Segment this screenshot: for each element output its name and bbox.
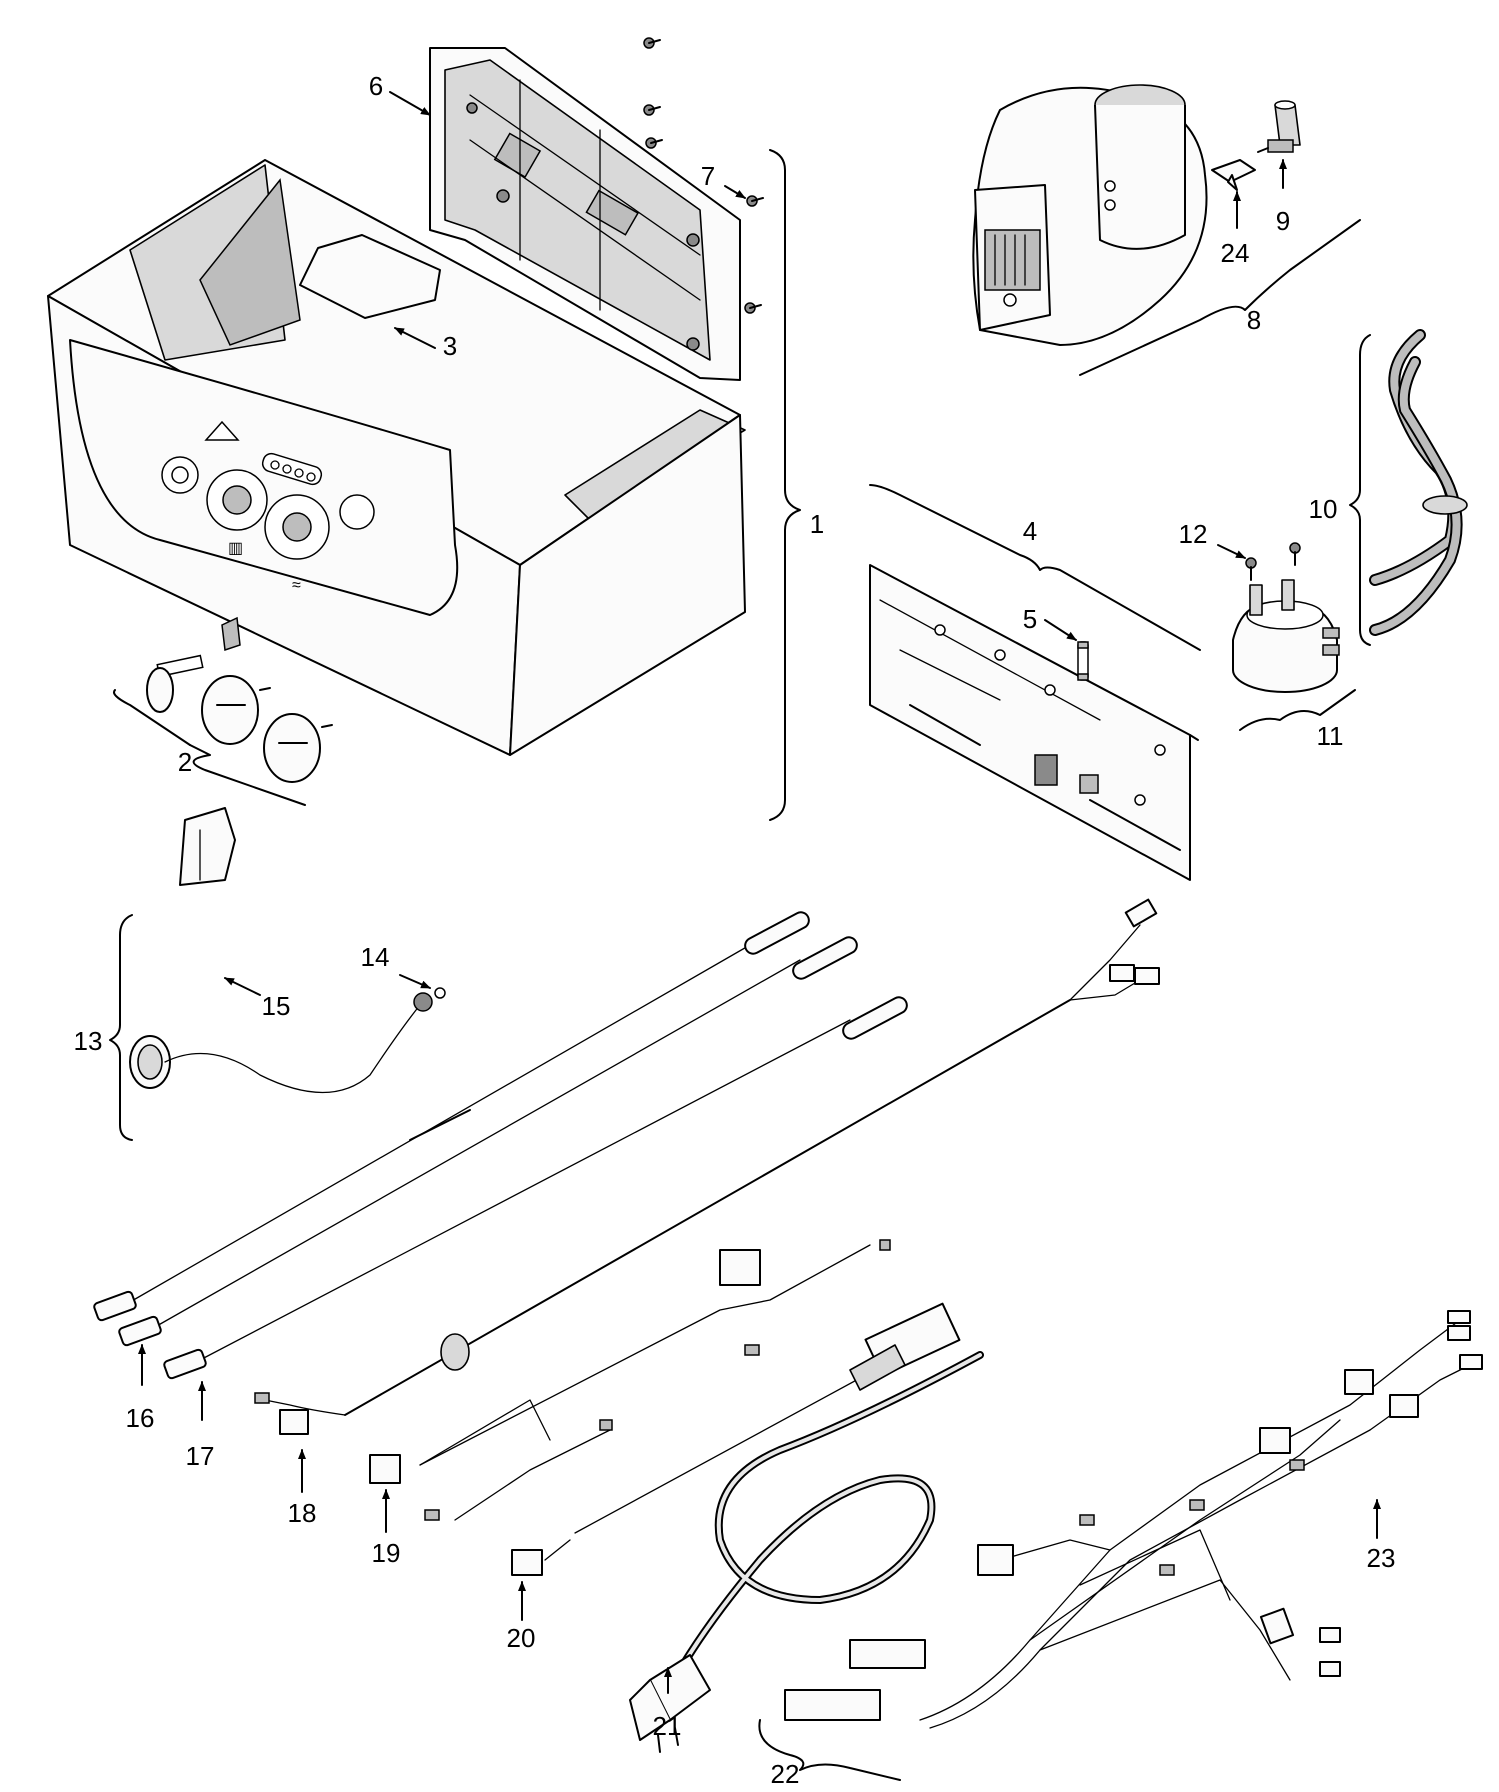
callout-8: 8	[1247, 305, 1261, 335]
callout-labels: 1 2 3 4 5 6 7 8 9 10 11 12 13 14 15 16 1…	[74, 71, 1396, 1789]
wiring-harness-20	[511, 1302, 961, 1576]
fan-assembly	[972, 84, 1208, 346]
callout-24: 24	[1221, 238, 1250, 268]
callout-1: 1	[810, 509, 824, 539]
air-pressure-sensor	[1257, 100, 1301, 153]
callout-17: 17	[186, 1441, 215, 1471]
callout-9: 9	[1276, 206, 1290, 236]
main-wiring-loom	[784, 1310, 1483, 1729]
control-box-chassis	[429, 47, 741, 381]
silicone-tubes	[1369, 329, 1468, 636]
fixing-screws	[643, 37, 764, 314]
callout-3: 3	[443, 331, 457, 361]
wiring-harness-19	[369, 1239, 891, 1521]
callout-13: 13	[74, 1026, 103, 1056]
wiring-harness-18	[254, 898, 1160, 1435]
callout-7: 7	[701, 161, 715, 191]
callout-14: 14	[361, 942, 390, 972]
callout-22: 22	[771, 1759, 800, 1789]
leader-lines	[109, 91, 1381, 1781]
control-pcb	[869, 564, 1199, 881]
power-cord	[629, 1351, 984, 1753]
callout-2: 2	[178, 747, 192, 777]
callout-21: 21	[653, 1711, 682, 1741]
callout-11: 11	[1317, 721, 1344, 751]
callout-6: 6	[369, 71, 383, 101]
callout-18: 18	[288, 1498, 317, 1528]
callout-15: 15	[262, 991, 291, 1021]
fan-bracket	[1211, 159, 1256, 191]
callout-19: 19	[372, 1538, 401, 1568]
fuse	[1077, 641, 1089, 681]
cover-plate	[299, 234, 441, 319]
pressure-gauge	[129, 807, 446, 1094]
pressure-switch	[1232, 579, 1340, 693]
control-knobs	[146, 616, 333, 783]
sensor-leads	[93, 911, 908, 1380]
callout-16: 16	[126, 1403, 155, 1433]
callout-5: 5	[1023, 604, 1037, 634]
callout-20: 20	[507, 1623, 536, 1653]
casing-front-panel: ▥ ≈	[47, 159, 746, 756]
callout-23: 23	[1367, 1543, 1396, 1573]
svg-text:≈: ≈	[292, 577, 301, 594]
svg-text:▥: ▥	[228, 540, 243, 557]
pressure-switch-screws	[1245, 542, 1301, 581]
callout-10: 10	[1309, 494, 1338, 524]
callout-12: 12	[1179, 519, 1208, 549]
callout-4: 4	[1023, 516, 1037, 546]
